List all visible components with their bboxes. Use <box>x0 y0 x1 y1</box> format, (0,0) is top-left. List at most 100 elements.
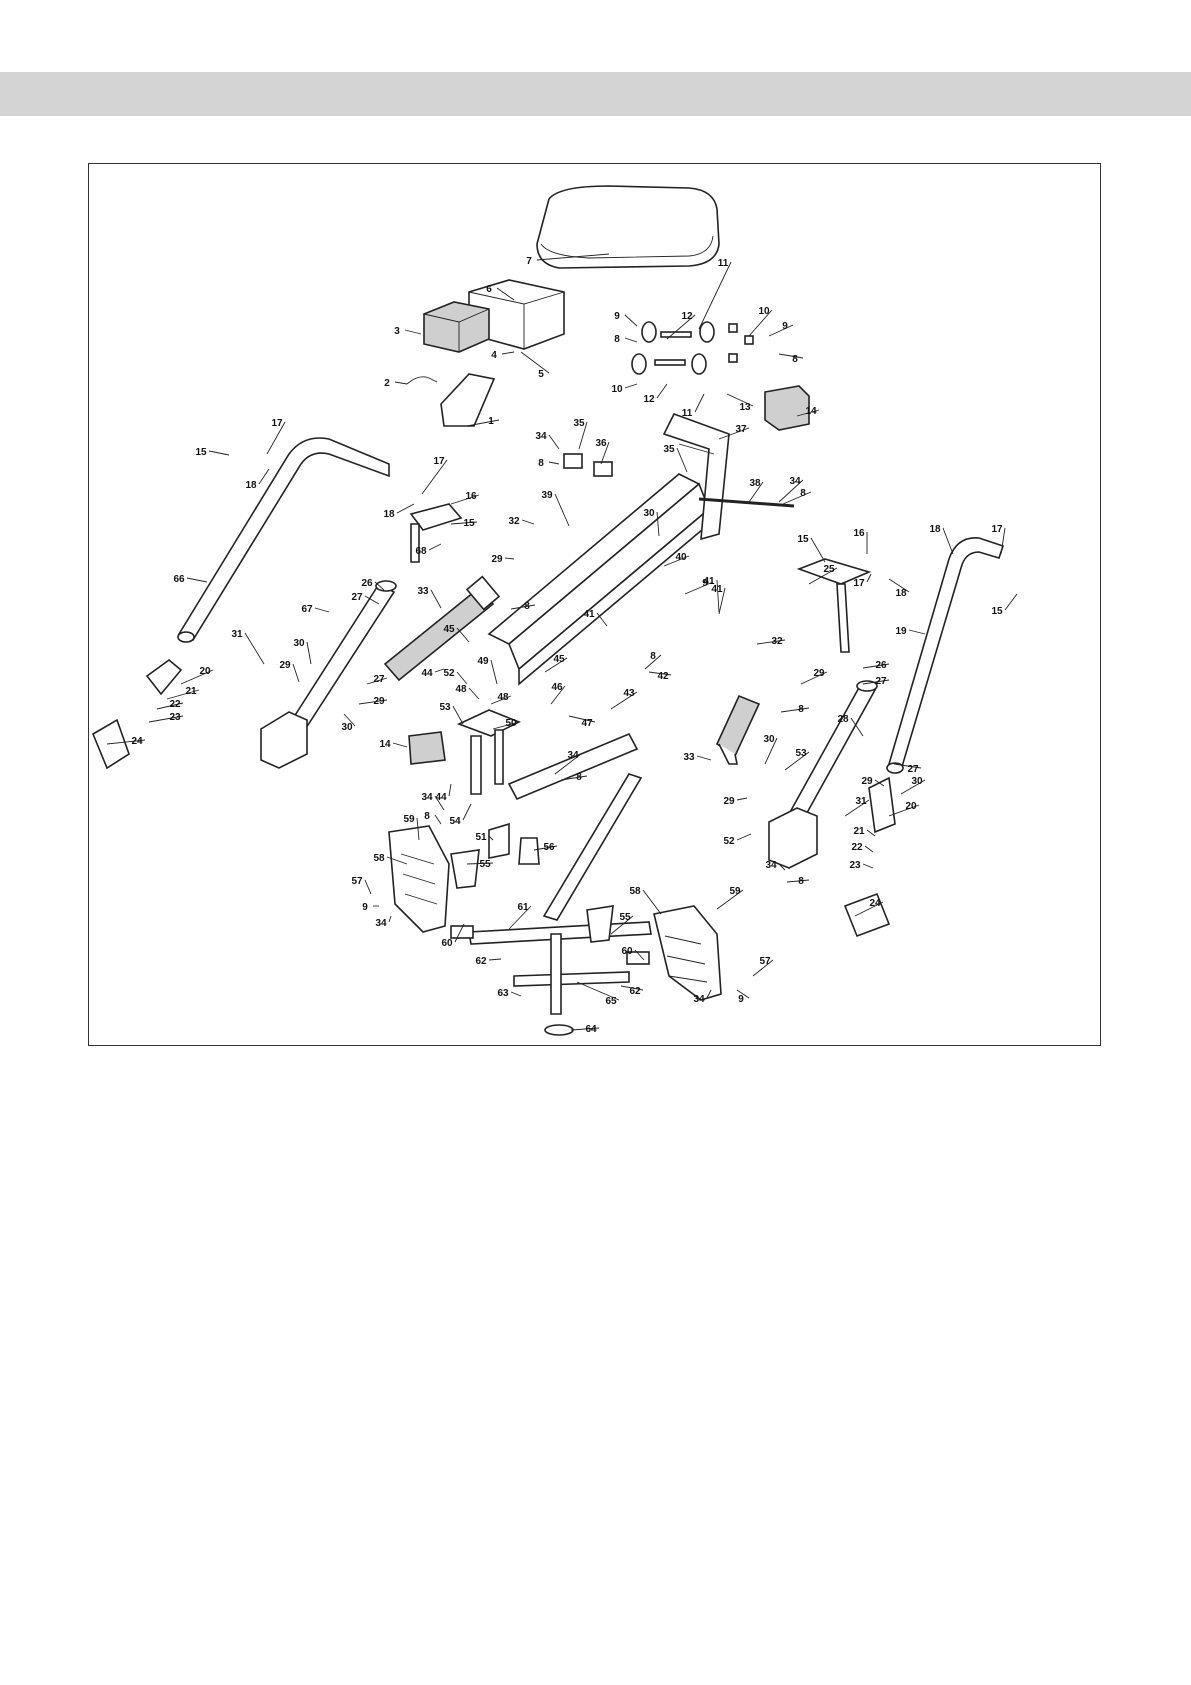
part-number-label: 6 <box>486 284 492 295</box>
part-number-label: 30 <box>341 722 353 733</box>
callout-leader <box>780 707 810 713</box>
callout-leader <box>893 763 922 769</box>
sensor-box-left <box>408 731 446 765</box>
part-number-label: 12 <box>643 394 655 405</box>
callout-leader <box>748 481 764 503</box>
callout-leader <box>536 253 610 261</box>
part-number-label: 9 <box>738 994 744 1005</box>
callout-leader <box>292 663 300 683</box>
main-rail <box>487 473 710 686</box>
callout-leader <box>496 287 515 301</box>
callout-leader <box>466 419 500 427</box>
cylinder-left <box>383 575 501 682</box>
part-number-label: 33 <box>683 752 695 763</box>
callout-leader <box>258 468 270 485</box>
part-number-label: 9 <box>614 311 620 322</box>
callout-leader <box>570 1027 600 1031</box>
seat-carriage <box>456 709 521 795</box>
part-number-label: 27 <box>907 764 919 775</box>
callout-leader <box>404 329 422 335</box>
part-number-label: 34 <box>421 792 433 803</box>
rear-posts <box>450 822 614 943</box>
callout-leader <box>596 612 608 627</box>
callout-leader <box>764 737 778 765</box>
callout-leader <box>452 705 464 725</box>
part-number-label: 60 <box>441 938 453 949</box>
part-number-label: 33 <box>417 586 429 597</box>
callout-leader <box>510 604 536 610</box>
part-number-label: 34 <box>567 750 579 761</box>
part-number-label: 15 <box>991 606 1003 617</box>
part-number-label: 47 <box>581 718 593 729</box>
part-number-label: 45 <box>553 654 565 665</box>
part-number-label: 17 <box>433 456 445 467</box>
callout-leader <box>1000 527 1006 555</box>
part-number-label: 23 <box>849 860 861 871</box>
part-number-label: 43 <box>623 688 635 699</box>
part-number-label: 21 <box>853 826 865 837</box>
callout-leader <box>648 671 672 676</box>
sensor-plate <box>406 373 496 427</box>
part-number-label: 17 <box>991 524 1003 535</box>
part-number-label: 53 <box>795 748 807 759</box>
callout-leader <box>736 989 750 999</box>
callout-leader <box>560 775 588 781</box>
callout-leader <box>521 519 535 525</box>
callout-leader <box>450 494 480 505</box>
part-number-label: 57 <box>351 876 363 887</box>
part-number-label: 15 <box>463 518 475 529</box>
callout-leader <box>466 862 494 865</box>
pivot-bracket-right <box>768 807 818 869</box>
part-number-label: 27 <box>351 592 363 603</box>
part-number-label: 15 <box>195 447 207 458</box>
footrest-left <box>388 825 450 933</box>
grip-right <box>843 776 896 938</box>
part-number-label: 53 <box>439 702 451 713</box>
callout-leader <box>510 991 522 997</box>
part-number-label: 17 <box>271 418 283 429</box>
callout-leader <box>642 889 662 915</box>
callout-leader <box>343 713 356 727</box>
part-number-label: 57 <box>759 956 771 967</box>
callout-leader <box>908 629 926 635</box>
part-number-label: 58 <box>629 886 641 897</box>
callout-leader <box>694 393 705 413</box>
part-number-label: 9 <box>362 902 368 913</box>
callout-leader <box>808 567 838 585</box>
part-number-label: 61 <box>517 902 529 913</box>
part-number-label: 17 <box>853 578 865 589</box>
part-number-label: 34 <box>765 860 777 871</box>
parts-drawing: 7634521111298101211131098141517181718161… <box>91 185 1018 1036</box>
part-number-label: 8 <box>792 354 798 365</box>
callout-leader <box>796 409 820 417</box>
callout-leader <box>900 779 926 795</box>
callout-leader <box>716 579 720 613</box>
part-number-label: 32 <box>771 636 783 647</box>
callout-leader <box>748 309 773 337</box>
part-number-label: 8 <box>576 772 582 783</box>
part-number-label: 36 <box>595 438 607 449</box>
callout-leader <box>684 581 714 595</box>
part-number-label: 41 <box>703 576 715 587</box>
callout-leader <box>862 663 890 669</box>
callout-leader <box>778 353 804 359</box>
part-number-label: 8 <box>524 601 530 612</box>
callout-leader <box>374 581 385 591</box>
callout-leader <box>844 799 870 817</box>
callout-leader <box>396 503 415 514</box>
callout-leader <box>508 905 532 930</box>
callout-leader <box>696 755 712 761</box>
part-number-label: 55 <box>619 912 631 923</box>
callout-leader <box>468 687 480 700</box>
part-number-label: 8 <box>798 704 804 715</box>
callout-leader <box>421 459 448 495</box>
callout-leader <box>364 595 380 605</box>
part-number-label: 29 <box>279 660 291 671</box>
callout-leader <box>456 627 470 643</box>
part-number-label: 30 <box>911 776 923 787</box>
part-number-label: 11 <box>718 258 729 269</box>
part-number-label: 8 <box>424 811 430 822</box>
part-number-label: 30 <box>763 734 775 745</box>
callout-leader <box>624 314 638 327</box>
